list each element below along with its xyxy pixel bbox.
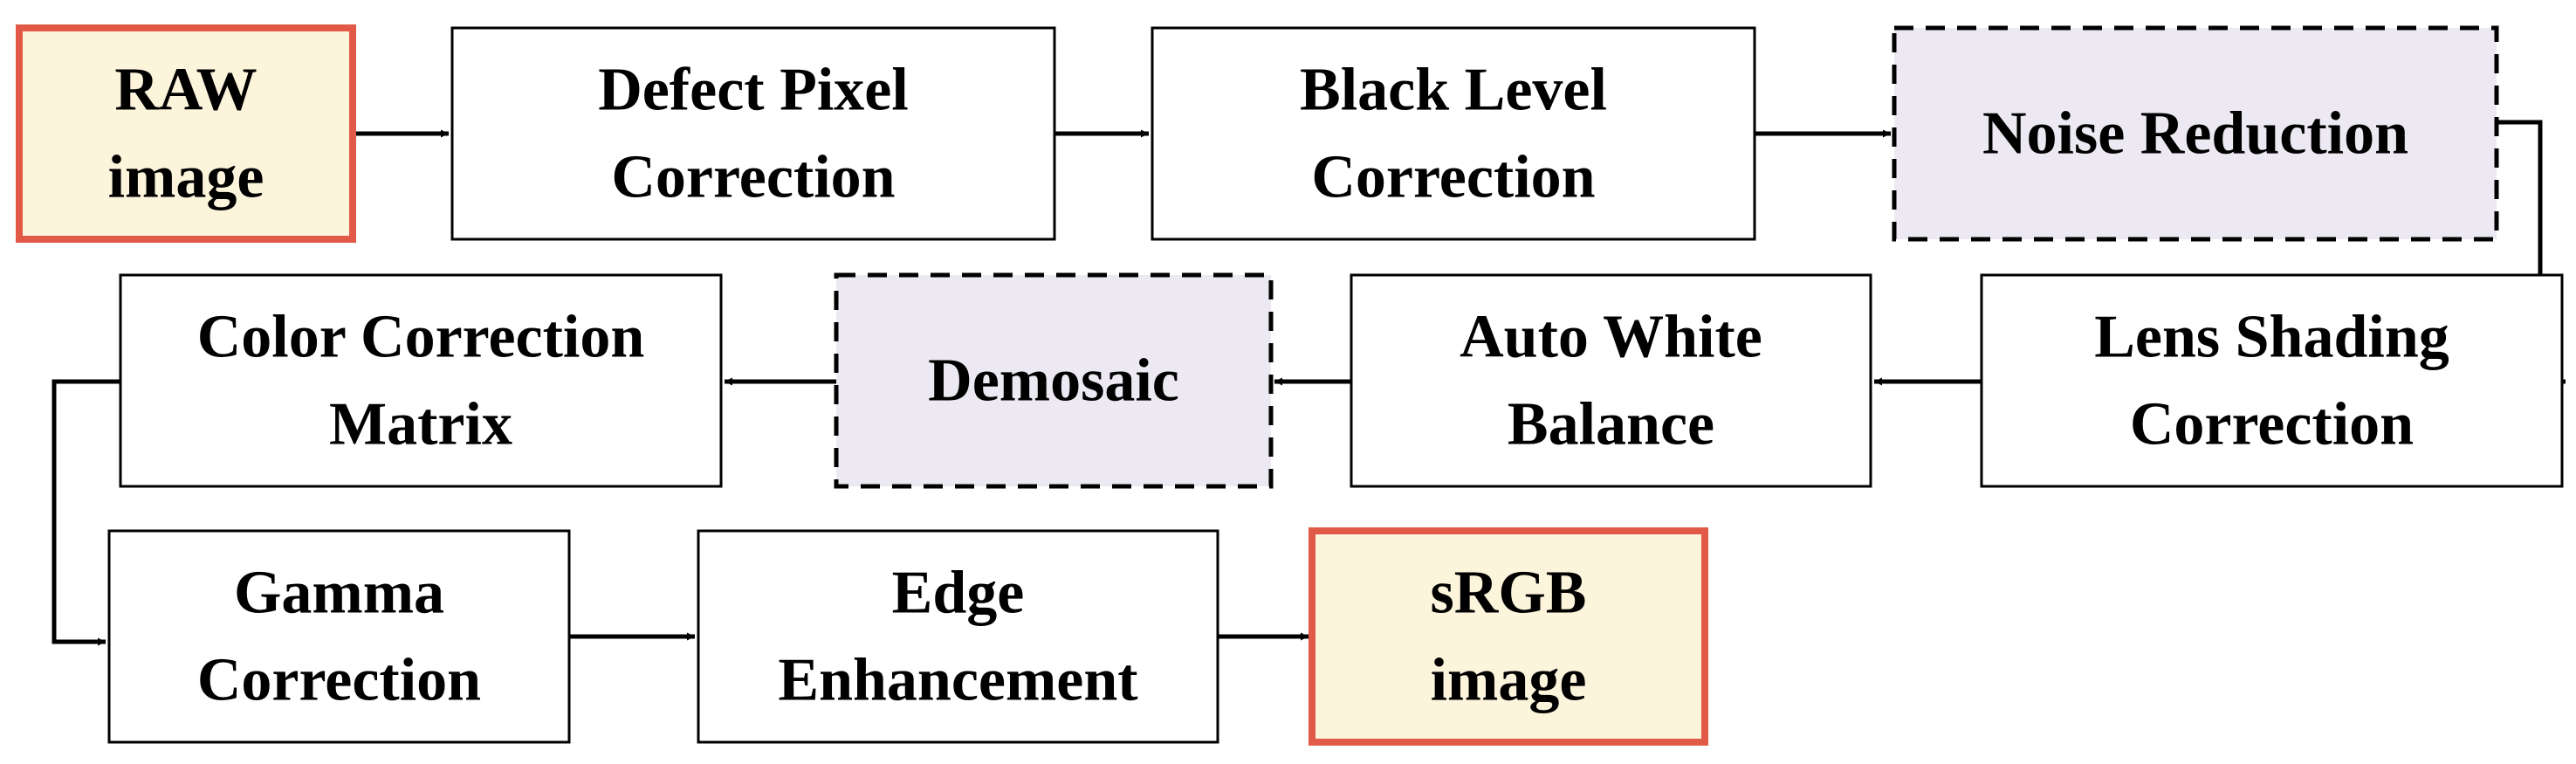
node-label-ee-line-0: Edge [892, 560, 1025, 627]
node-box-ee [697, 529, 1219, 744]
node-label-gamma-line-0: Gamma [234, 560, 444, 627]
node-box-gamma [107, 529, 571, 744]
node-label-awb-line-1: Balance [1508, 391, 1714, 458]
node-label-lsc-line-0: Lens Shading [2094, 304, 2449, 371]
node-label-dpc-line-1: Correction [611, 144, 895, 211]
node-srgb: sRGB image [1309, 527, 1708, 746]
node-label-srgb-line-0: sRGB [1431, 560, 1587, 627]
node-box-nr [1892, 25, 2499, 242]
node-label-nr-line-0: Noise Reduction [1982, 100, 2408, 168]
node-box-srgb [1309, 527, 1708, 746]
node-box-demosaic [834, 272, 1274, 489]
node-box-dpc [450, 26, 1056, 241]
node-box-blc [1151, 26, 1756, 241]
node-label-gamma-line-1: Correction [197, 647, 481, 714]
node-label-srgb-line-1: image [1431, 647, 1587, 714]
arrow-ccm-to-gamma [52, 379, 120, 646]
node-label-ee-line-1: Enhancement [778, 647, 1137, 714]
node-box-ccm [119, 273, 723, 488]
node-label-lsc-line-1: Correction [2130, 391, 2414, 458]
node-box-raw [16, 24, 356, 243]
node-raw: RAW image [16, 24, 356, 243]
node-label-blc-line-0: Black Level [1300, 57, 1607, 124]
node-label-ccm-line-0: Color Correction [197, 304, 645, 371]
node-label-demosaic-line-0: Demosaic [928, 348, 1179, 415]
node-label-dpc-line-0: Defect Pixel [598, 57, 909, 124]
node-nr: Noise Reduction [1892, 25, 2499, 242]
node-box-lsc [1980, 273, 2564, 488]
node-label-blc-line-1: Correction [1311, 144, 1595, 211]
node-demosaic: Demosaic [834, 272, 1274, 489]
node-label-raw-line-0: RAW [114, 57, 257, 124]
node-box-awb [1350, 273, 1872, 488]
node-label-raw-line-1: image [108, 144, 264, 211]
node-label-awb-line-0: Auto White [1460, 304, 1762, 371]
node-label-ccm-line-1: Matrix [329, 391, 512, 458]
